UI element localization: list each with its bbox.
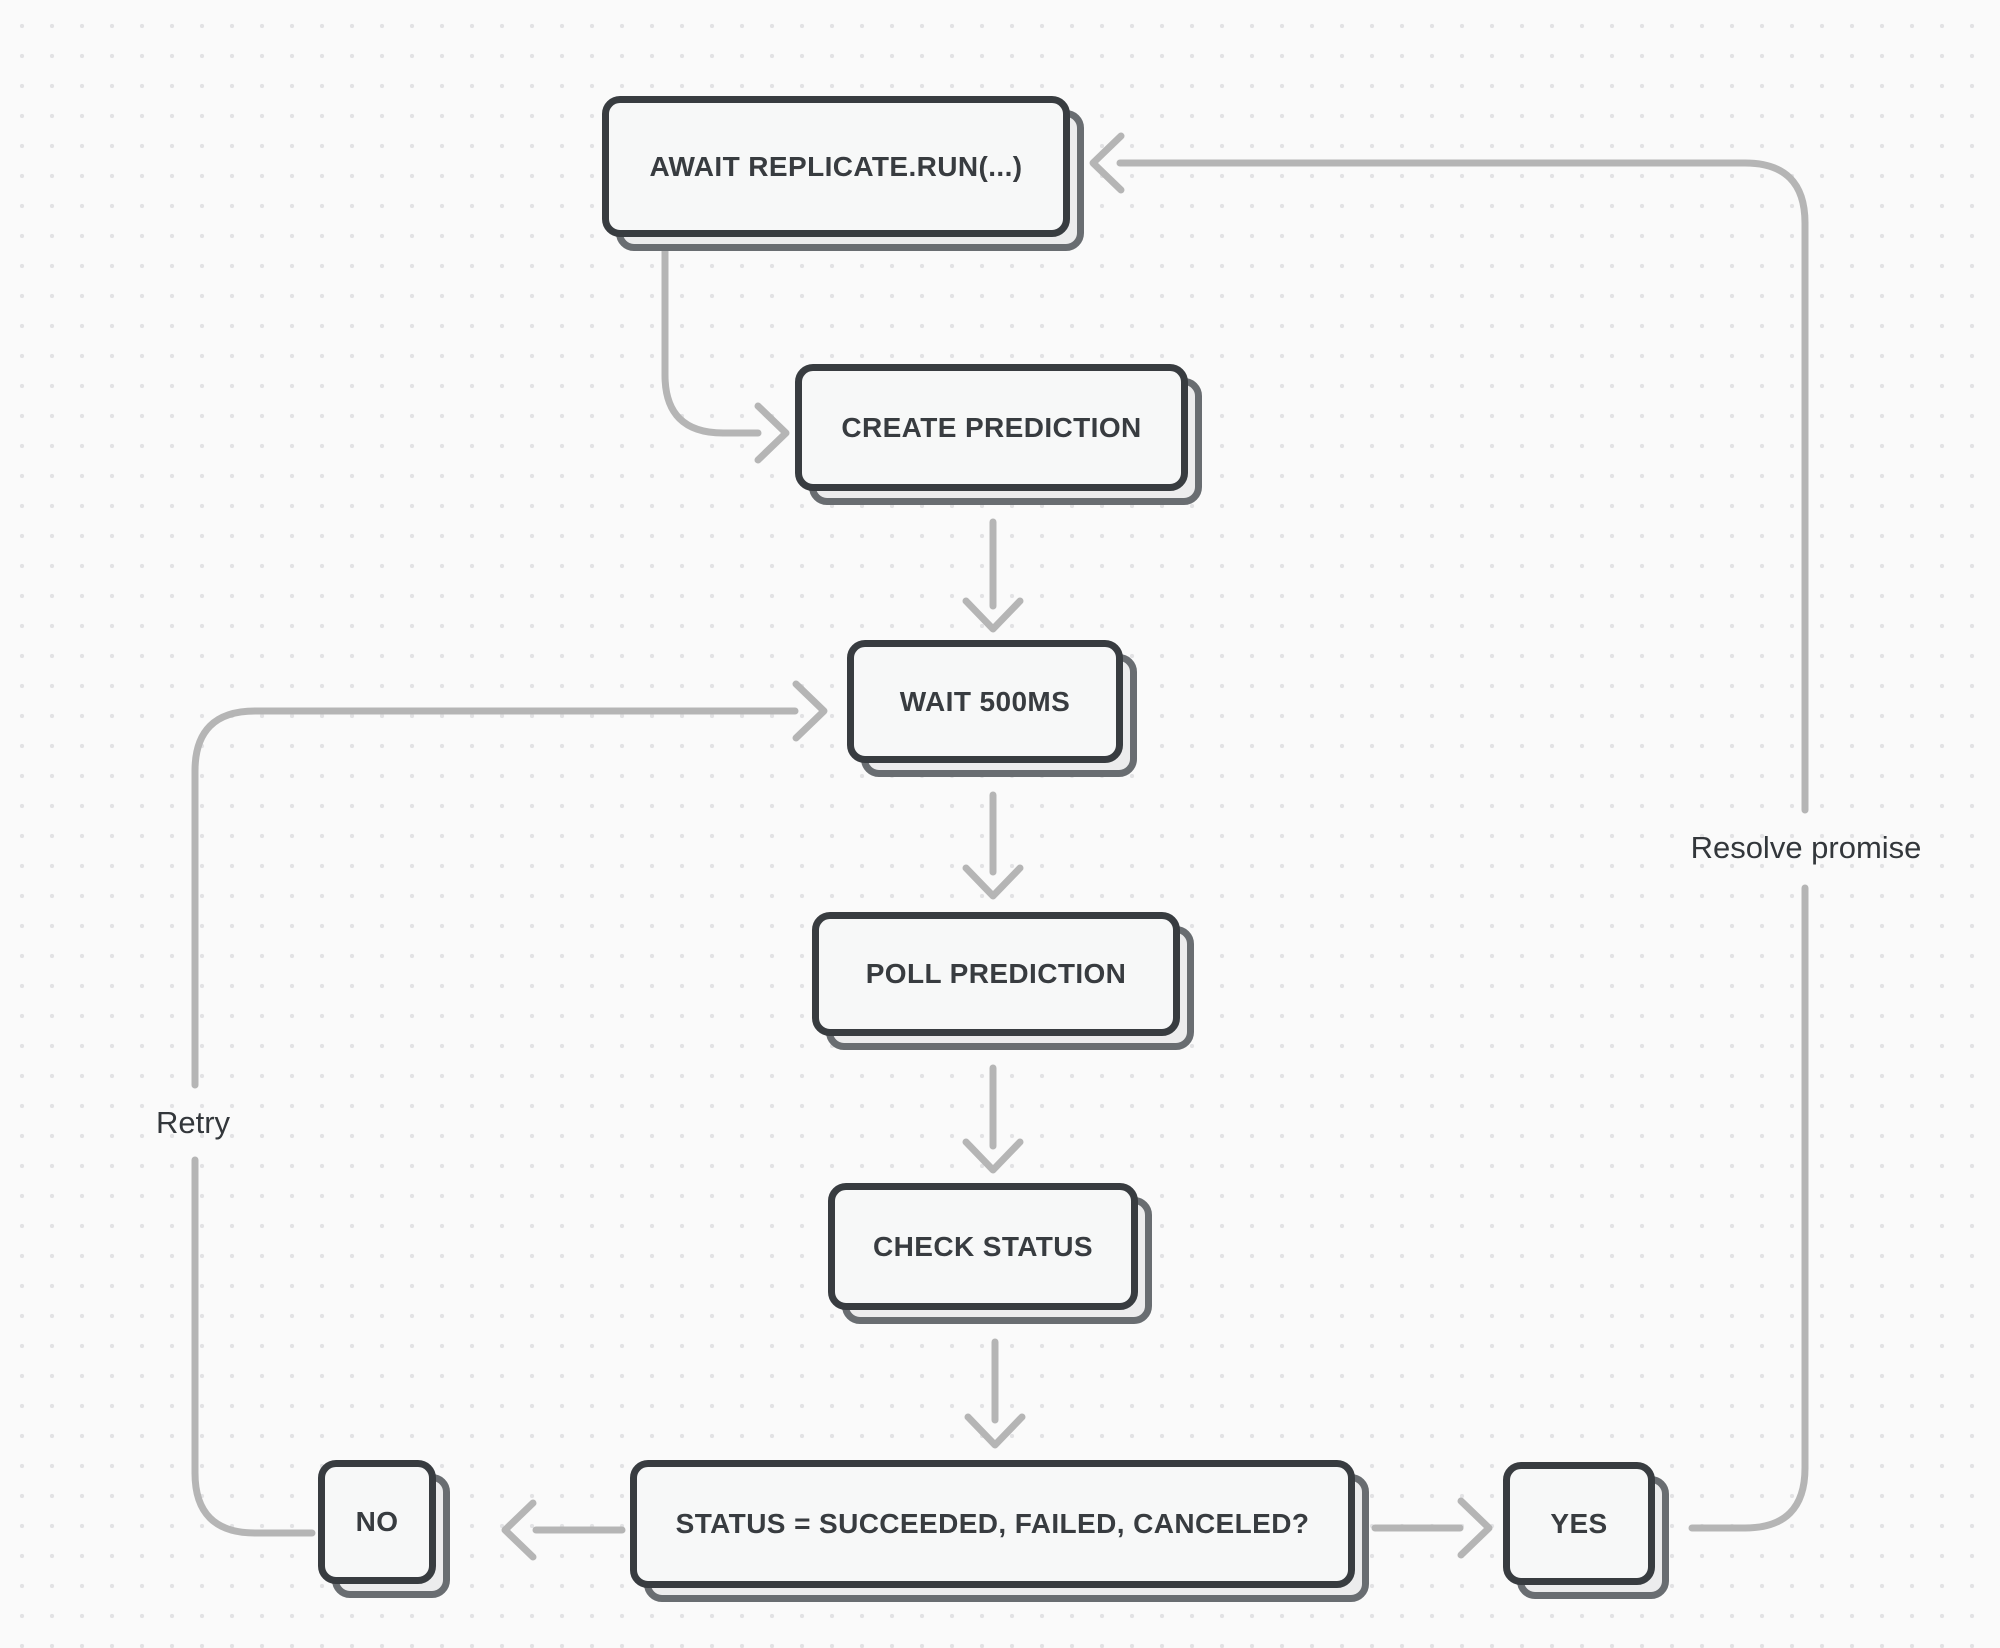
node-wait-500ms-box: WAIT 500MS xyxy=(847,640,1123,763)
arrow-status-to-no xyxy=(501,1499,626,1561)
edge-label-retry: Retry xyxy=(155,1105,231,1140)
node-yes: YES xyxy=(1503,1462,1669,1599)
node-check-status-label: CHECK STATUS xyxy=(873,1230,1093,1262)
node-poll-prediction: POLL PREDICTION xyxy=(812,912,1194,1050)
node-status-question-box: STATUS = SUCCEEDED, FAILED, CANCELED? xyxy=(630,1460,1355,1588)
arrow-wait-to-poll-arrowhead-icon xyxy=(962,864,1024,900)
edge-label-resolve-promise: Resolve promise xyxy=(1690,830,1922,865)
node-status-question: STATUS = SUCCEEDED, FAILED, CANCELED? xyxy=(630,1460,1369,1602)
node-poll-prediction-label: POLL PREDICTION xyxy=(865,958,1127,989)
node-poll-prediction-box: POLL PREDICTION xyxy=(812,912,1180,1036)
arrow-resolve-promise-lower-line xyxy=(1688,884,1809,1532)
node-create-prediction-label: CREATE PREDICTION xyxy=(841,411,1142,443)
arrow-create-to-wait-arrowhead-icon xyxy=(962,597,1024,633)
arrow-check-to-status-arrowhead-icon xyxy=(964,1413,1026,1449)
arrow-retry-loop-arrowhead-icon xyxy=(792,680,828,742)
node-no-box: NO xyxy=(318,1460,436,1584)
arrow-resolve-promise xyxy=(1089,132,1809,1532)
node-wait-500ms: WAIT 500MS xyxy=(847,640,1137,777)
arrow-resolve-promise-upper-line xyxy=(1116,159,1809,814)
node-create-prediction: CREATE PREDICTION xyxy=(795,364,1202,505)
arrow-await-to-create-line xyxy=(661,242,762,437)
arrow-status-to-no-arrowhead-icon xyxy=(501,1499,537,1561)
arrow-await-to-create-arrowhead-icon xyxy=(754,402,790,464)
node-no: NO xyxy=(318,1460,450,1598)
arrow-retry-loop-lower-line xyxy=(191,1156,316,1537)
arrow-retry-loop-upper-line xyxy=(191,707,799,1089)
arrow-status-to-yes xyxy=(1371,1497,1493,1559)
node-no-label: NO xyxy=(355,1506,399,1537)
node-await-replicate-run-box: AWAIT REPLICATE.RUN(...) xyxy=(602,96,1070,237)
node-yes-label: YES xyxy=(1550,1507,1608,1539)
arrow-wait-to-poll xyxy=(962,791,1024,900)
node-wait-500ms-label: WAIT 500MS xyxy=(899,685,1071,717)
node-await-replicate-run-label: AWAIT REPLICATE.RUN(...) xyxy=(649,150,1023,182)
node-yes-box: YES xyxy=(1503,1462,1655,1585)
node-check-status-box: CHECK STATUS xyxy=(828,1183,1138,1310)
arrow-check-to-status xyxy=(964,1338,1026,1449)
arrow-poll-to-check-arrowhead-icon xyxy=(962,1138,1024,1174)
arrow-retry-loop xyxy=(191,680,828,1537)
arrow-poll-to-check xyxy=(962,1064,1024,1174)
arrow-create-to-wait xyxy=(962,518,1024,633)
node-status-question-label: STATUS = SUCCEEDED, FAILED, CANCELED? xyxy=(675,1508,1310,1539)
arrow-resolve-promise-arrowhead-icon xyxy=(1089,132,1125,194)
arrow-status-to-yes-arrowhead-icon xyxy=(1457,1497,1493,1559)
node-create-prediction-box: CREATE PREDICTION xyxy=(795,364,1188,491)
arrow-await-to-create xyxy=(661,242,790,464)
node-await-replicate-run: AWAIT REPLICATE.RUN(...) xyxy=(602,96,1084,251)
node-check-status: CHECK STATUS xyxy=(828,1183,1152,1324)
